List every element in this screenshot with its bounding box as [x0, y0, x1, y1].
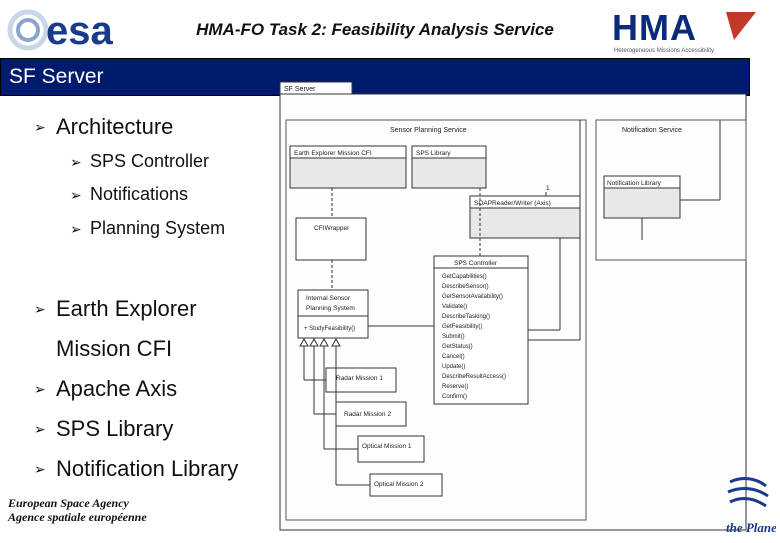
optical-mission-1-box	[357, 435, 425, 463]
method-item: Submit()	[442, 334, 465, 340]
method-item: DescribeTasking()	[442, 314, 490, 320]
sps-controller-label: SPS Controller	[454, 260, 498, 267]
method-item: GetStatus()	[442, 344, 473, 350]
method-item: DescribeResultAccess()	[442, 374, 506, 380]
bullet-arrow-icon: ➢	[34, 382, 46, 398]
sub-bullet-planning-system: Planning System	[90, 218, 226, 238]
internal-sensor-label-1: Internal Sensor	[306, 295, 351, 302]
method-item: GetCapabilities()	[442, 274, 487, 280]
bullet-earth-explorer-continuation: Mission CFI	[56, 336, 173, 361]
hma-tagline: Heterogeneous Missions Accessibility	[614, 48, 714, 54]
title-bar-label: SF Server	[9, 65, 104, 88]
cfi-wrapper-label: CFIWrapper	[314, 225, 350, 232]
planet-logo-text: the Planet	[726, 520, 776, 535]
sps-library-label: SPS Library	[416, 150, 451, 157]
hma-logo-text: HMA	[612, 7, 697, 48]
footer-line-2: Agence spatiale européenne	[8, 510, 147, 524]
internal-sensor-label-2: Planning System	[306, 305, 355, 312]
bullet-arrow-icon: ➢	[34, 120, 46, 136]
title-bar: SF Server	[0, 58, 750, 96]
esa-logo: esa	[6, 6, 146, 53]
esa-footer-logo: European Space Agency Agence spatiale eu…	[8, 496, 148, 524]
planet-logo: the Planet	[722, 472, 780, 538]
hma-logo: HMA Heterogeneous Missions Accessibility	[606, 6, 776, 54]
method-item: GetSensorAvailability()	[442, 294, 503, 300]
method-item: DescribeSensor()	[442, 284, 489, 290]
uml-diagram: SF Server Sensor Planning Service Notifi…	[270, 80, 748, 532]
connectors	[303, 120, 721, 486]
slide-title: HMA-FO Task 2: Feasibility Analysis Serv…	[196, 20, 554, 39]
cfi-wrapper-box	[295, 217, 367, 261]
radar-mission-1-box	[325, 367, 397, 393]
bullet-apache-axis: Apache Axis	[56, 376, 178, 401]
radar-mission-1-label: Radar Mission 1	[336, 375, 383, 382]
method-item: Reserve()	[442, 384, 468, 390]
bullet-arrow-icon: ➢	[34, 422, 46, 438]
sf-server-tab	[279, 81, 353, 95]
inheritance-arrows	[299, 337, 341, 347]
sps-controller-methods: GetCapabilities() DescribeSensor() GetSe…	[442, 274, 506, 400]
sf-server-tab-label: SF Server	[284, 86, 316, 93]
earth-explorer-cfi-label: Earth Explorer Mission CFI	[294, 150, 372, 157]
bullet-sps-library: SPS Library	[56, 416, 174, 441]
notification-service-label: Notification Service	[622, 127, 682, 134]
method-item: Confirm()	[442, 394, 467, 400]
study-feasibility-label: + StudyFeasibility()	[304, 326, 355, 332]
method-item: GetFeasibility()	[442, 324, 482, 330]
sub-bullet-notifications: Notifications	[90, 184, 189, 204]
bullet-arrow-icon: ➢	[34, 462, 46, 478]
bullet-earth-explorer: Earth Explorer	[56, 296, 197, 321]
optical-mission-2-label: Optical Mission 2	[374, 481, 424, 488]
bullet-arrow-icon: ➢	[34, 302, 46, 318]
sensor-planning-service-package	[285, 119, 587, 521]
sub-bullet-sps-controller: SPS Controller	[90, 151, 210, 171]
soap-reader-writer-label: SOAPReader/Writer (Axis)	[474, 200, 551, 207]
notification-service-package	[595, 119, 747, 261]
esa-logo-text: esa	[46, 9, 113, 52]
optical-mission-1-label: Optical Mission 1	[362, 443, 412, 450]
bullet-arrow-icon: ➢	[70, 222, 82, 238]
notification-library-label: Notification Library	[607, 180, 662, 187]
bullet-arrow-icon: ➢	[70, 188, 82, 204]
footer-line-1: European Space Agency	[8, 496, 129, 510]
method-item: Validate()	[442, 304, 467, 310]
bullet-architecture: Architecture	[56, 114, 174, 139]
multiplicity-label: 1	[546, 185, 550, 192]
radar-mission-2-label: Radar Mission 2	[344, 411, 391, 418]
internal-sensor-planning-system-box	[297, 289, 369, 339]
radar-mission-2-box	[335, 401, 407, 427]
method-item: Cancel()	[442, 354, 465, 360]
method-item: Update()	[442, 364, 465, 370]
sensor-planning-service-label: Sensor Planning Service	[390, 127, 467, 134]
bullet-notification-library: Notification Library	[56, 456, 239, 481]
bullet-arrow-icon: ➢	[70, 155, 82, 171]
